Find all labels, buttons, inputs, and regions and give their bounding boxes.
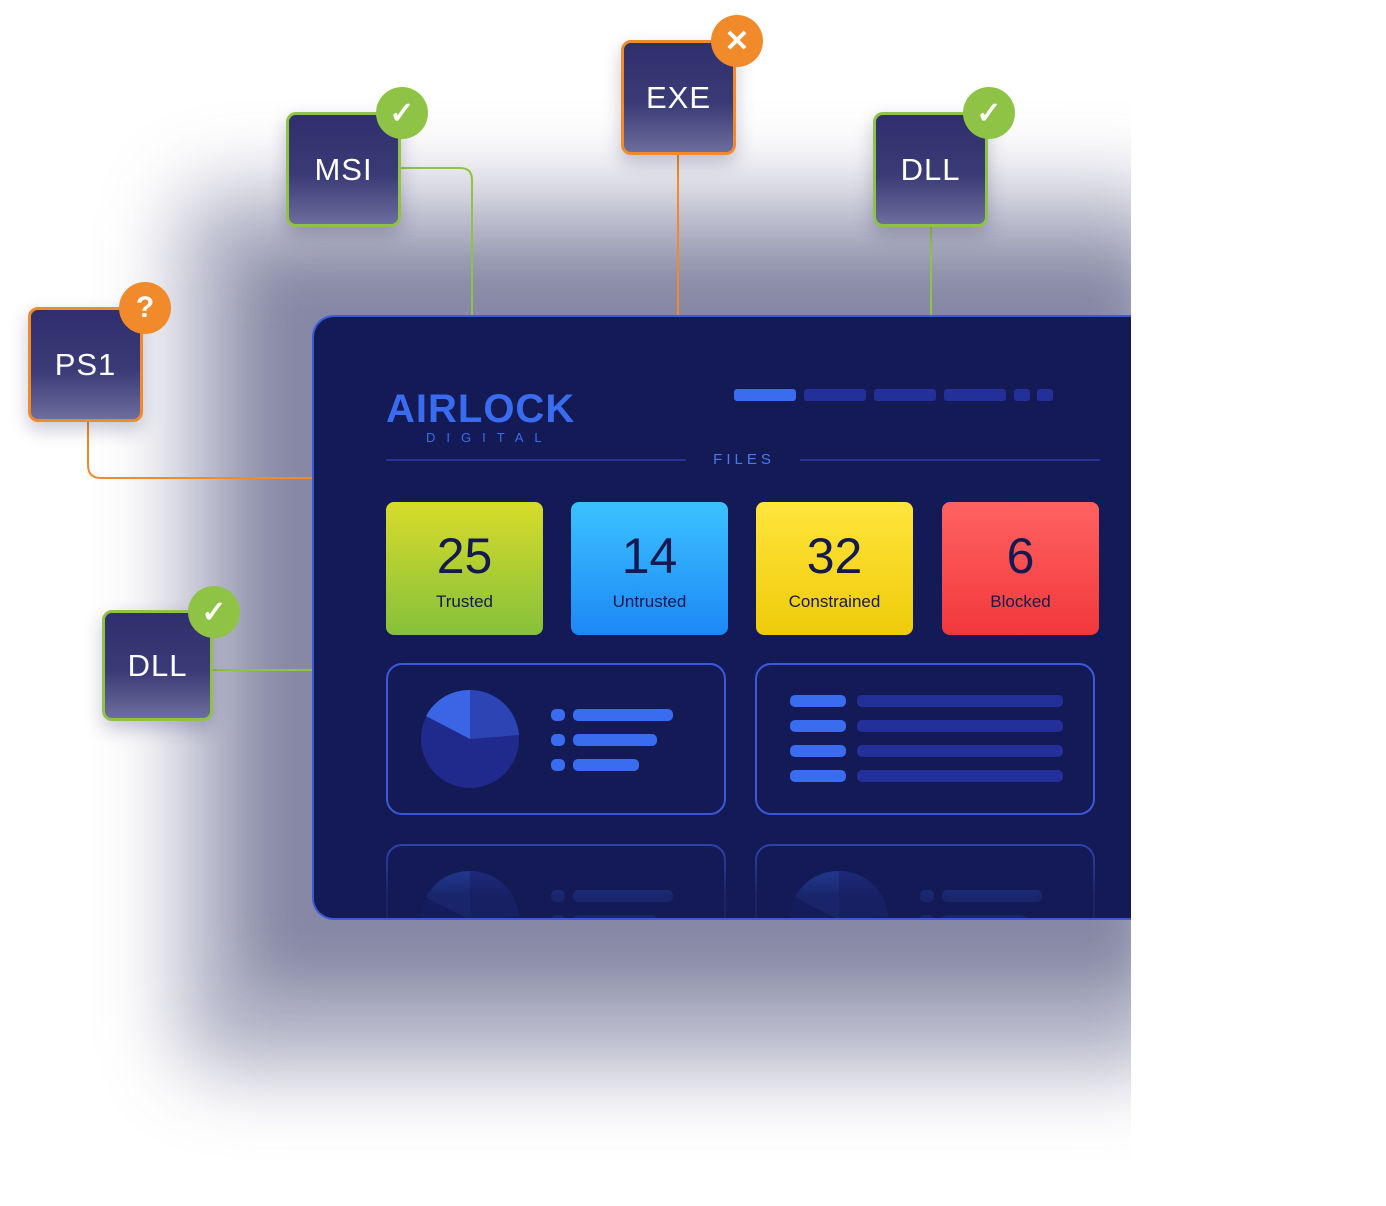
check-icon: ✓ bbox=[188, 586, 240, 638]
bottom-fade bbox=[314, 808, 1142, 918]
divider-right bbox=[800, 459, 1100, 461]
file-type-label: DLL bbox=[900, 151, 961, 187]
file-chip-dll-top[interactable]: DLL bbox=[873, 112, 988, 227]
connector-msi bbox=[400, 167, 473, 315]
file-chip-ps1[interactable]: PS1 bbox=[28, 307, 143, 422]
file-chip-msi[interactable]: MSI bbox=[286, 112, 401, 227]
stat-card-blocked[interactable]: 6 Blocked bbox=[942, 502, 1099, 635]
check-icon: ✓ bbox=[376, 87, 428, 139]
question-icon: ? bbox=[119, 282, 171, 334]
list-key bbox=[790, 720, 846, 732]
legend-dot bbox=[551, 759, 565, 771]
list-key bbox=[790, 695, 846, 707]
stat-label: Constrained bbox=[788, 592, 881, 611]
stat-card-constrained[interactable]: 32 Constrained bbox=[756, 502, 913, 635]
stat-value: 6 bbox=[1006, 528, 1035, 584]
file-type-label: PS1 bbox=[54, 346, 117, 382]
airlock-logo: AIRLOCK DIGITAL bbox=[386, 387, 575, 445]
pie-chart-icon bbox=[421, 689, 519, 788]
check-icon: ✓ bbox=[963, 87, 1015, 139]
legend-bar bbox=[573, 759, 639, 771]
legend-bar bbox=[573, 709, 673, 721]
section-label: FILES bbox=[713, 451, 775, 468]
file-type-label: MSI bbox=[314, 151, 373, 187]
close-icon: ✕ bbox=[711, 15, 763, 67]
nav-tab[interactable] bbox=[944, 389, 1006, 401]
list-value bbox=[857, 770, 1063, 782]
stat-label: Trusted bbox=[435, 592, 493, 611]
legend-bar bbox=[573, 734, 657, 746]
right-clip bbox=[1131, 0, 1386, 1206]
stat-value: 25 bbox=[436, 528, 493, 584]
dashboard-window: AIRLOCK DIGITAL FILES 25 Trusted 14 Untr… bbox=[312, 315, 1142, 920]
stat-card-untrusted[interactable]: 14 Untrusted bbox=[571, 502, 728, 635]
nav-tab-small[interactable] bbox=[1037, 389, 1053, 401]
nav-tab-small[interactable] bbox=[1014, 389, 1030, 401]
pie-panel bbox=[386, 663, 726, 815]
list-key bbox=[790, 745, 846, 757]
file-type-label: EXE bbox=[645, 79, 712, 115]
file-chip-exe[interactable]: EXE bbox=[621, 40, 736, 155]
nav-tab[interactable] bbox=[804, 389, 866, 401]
stat-value: 14 bbox=[621, 528, 678, 584]
stat-value: 32 bbox=[806, 528, 863, 584]
file-chip-dll-left[interactable]: DLL bbox=[102, 610, 213, 721]
file-type-label: DLL bbox=[127, 647, 188, 683]
stat-label: Untrusted bbox=[612, 592, 687, 611]
list-value bbox=[857, 695, 1063, 707]
stat-label: Blocked bbox=[990, 592, 1051, 611]
connector-ps1 bbox=[87, 422, 312, 479]
legend-dot bbox=[551, 709, 565, 721]
stat-card-trusted[interactable]: 25 Trusted bbox=[386, 502, 543, 635]
logo-name: AIRLOCK bbox=[386, 387, 576, 431]
logo-subtitle: DIGITAL bbox=[426, 430, 553, 445]
nav-tab[interactable] bbox=[874, 389, 936, 401]
list-value bbox=[857, 720, 1063, 732]
list-value bbox=[857, 745, 1063, 757]
nav-tab-active[interactable] bbox=[734, 389, 796, 401]
divider-left bbox=[386, 459, 686, 461]
list-key bbox=[790, 770, 846, 782]
list-panel bbox=[755, 663, 1095, 815]
legend-dot bbox=[551, 734, 565, 746]
